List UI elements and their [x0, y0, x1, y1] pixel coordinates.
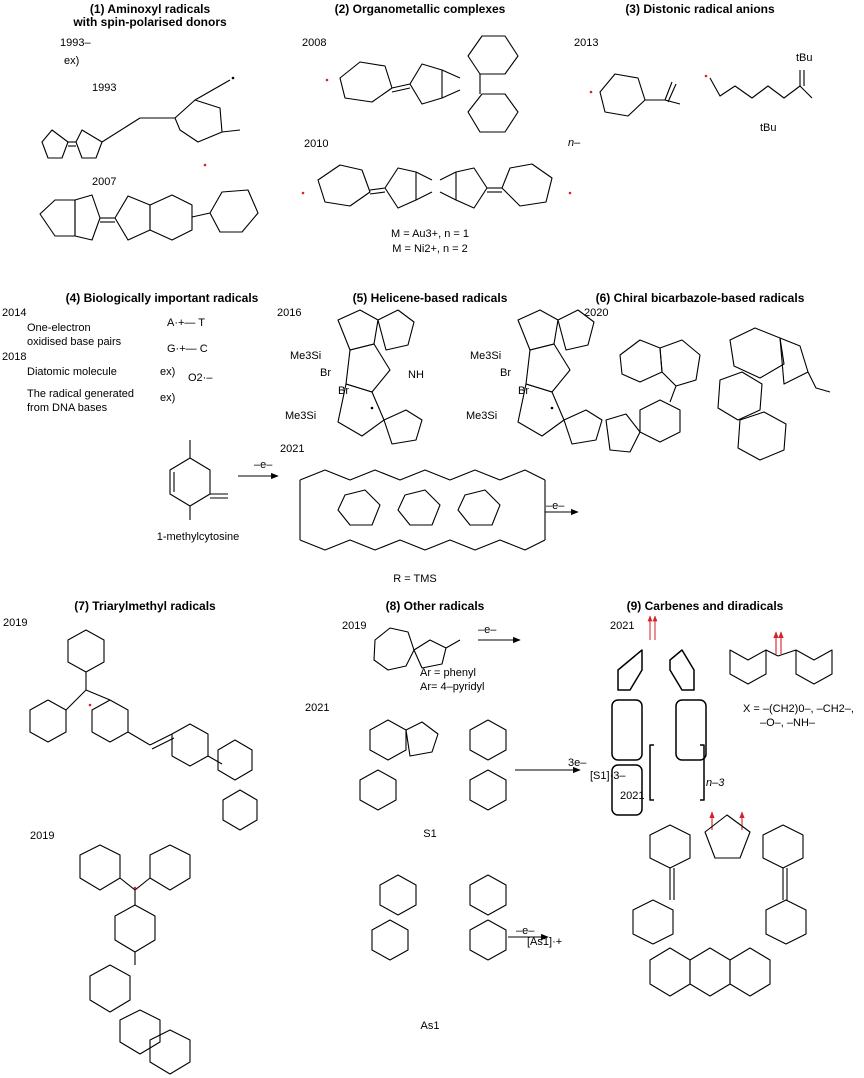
- year-2020: 2020: [584, 307, 609, 319]
- ex-label-2: ex): [160, 366, 176, 378]
- year-2021-macrocycle: 2021: [280, 443, 305, 455]
- minus-e-label-4: –e–: [516, 925, 535, 937]
- x-definition-1: X = –(CH2)0–, –CH2–,: [743, 703, 854, 715]
- section-1-subtitle: with spin-polarised donors: [73, 15, 227, 29]
- ex-label-3: ex): [160, 392, 176, 404]
- as1-label: As1: [420, 1020, 440, 1032]
- dna-radical-label-2: from DNA bases: [27, 402, 108, 414]
- tsf-nitronyl-nitroxide-structure: [39, 163, 259, 241]
- diradical-macrocycle-structure: [632, 811, 807, 997]
- year-2021-diradical: 2021: [620, 790, 645, 802]
- pyridyl-trityl-radical-structure: [29, 629, 258, 831]
- year-2007: 2007: [92, 176, 117, 188]
- x-definition-2: –O–, –NH–: [760, 717, 816, 729]
- me3si-label-4: Me3Si: [466, 410, 498, 422]
- s1-product-label: [S1]·3–: [590, 770, 626, 782]
- year-2019-trityl: 2019: [3, 617, 28, 629]
- ar-pyridyl-label: Ar= 4–pyridyl: [420, 681, 485, 693]
- year-2019-azulene: 2019: [342, 620, 367, 632]
- thiophene-macrocycle-structure: [299, 469, 579, 551]
- r-tms-label: R = TMS: [393, 573, 437, 585]
- n-minus-3-label: n–3: [706, 777, 725, 789]
- tempo-platinum-bipyridine-structure: [325, 35, 519, 133]
- o2-label: O2·–: [188, 372, 213, 384]
- br-label-1: Br: [320, 367, 331, 379]
- one-electron-label: One-electron: [27, 322, 91, 334]
- section-6-title: (6) Chiral bicarbazole-based radicals: [595, 291, 805, 305]
- bicarbazole-radical-structure-2: [717, 327, 831, 461]
- bicarbazole-radical-structure-1: [605, 339, 701, 453]
- me3si-label-3: Me3Si: [470, 350, 502, 362]
- s1-label: S1: [423, 828, 437, 840]
- year-2021-spiro: 2021: [305, 702, 330, 714]
- azulene-structure: [373, 627, 521, 671]
- section-7-title: (7) Triarylmethyl radicals: [74, 599, 216, 613]
- section-3-title: (3) Distonic radical anions: [625, 2, 775, 16]
- peroxyl-carboxylate-structure: [704, 70, 813, 99]
- year-2018: 2018: [2, 351, 27, 363]
- diatomic-label: Diatomic molecule: [27, 366, 117, 378]
- as1-product-label: [As1]·+: [527, 936, 563, 948]
- dna-radical-label-1: The radical generated: [27, 388, 135, 400]
- minus-e-label-3: –e–: [478, 624, 497, 636]
- ttf-imine-tempo-structure: [41, 76, 241, 159]
- methylcytosine-structure: [169, 440, 279, 520]
- minus-e-label-2: –e–: [546, 500, 565, 512]
- three-e-label: 3e–: [568, 757, 587, 769]
- section-9-title: (9) Carbenes and diradicals: [626, 599, 784, 613]
- me3si-label-2: Me3Si: [285, 410, 317, 422]
- year-2008: 2008: [302, 37, 327, 49]
- as1-spiro-structure: [371, 874, 549, 961]
- tempo-carboxylate-structure: [589, 73, 681, 117]
- section-5-title: (5) Helicene-based radicals: [352, 291, 508, 305]
- section-1-title: (1) Aminoxyl radicals: [89, 2, 211, 16]
- minus-e-label-1: –e–: [254, 459, 273, 471]
- year-1993: 1993: [92, 82, 117, 94]
- tbu-top-label: tBu: [796, 52, 813, 64]
- section-8-title: (8) Other radicals: [385, 599, 485, 613]
- ex-label-1: ex): [64, 55, 80, 67]
- br-label-3: Br: [500, 367, 511, 379]
- carbazolyl-trityl-radical-structure: [79, 844, 191, 1075]
- metal-ni-label: M = Ni2+, n = 2: [392, 243, 468, 255]
- year-2016: 2016: [277, 307, 302, 319]
- br-label-2: Br: [338, 385, 349, 397]
- year-2010: 2010: [304, 138, 329, 150]
- year-1993-range: 1993–: [60, 37, 91, 49]
- year-2019-carbazole: 2019: [30, 830, 55, 842]
- xanthene-carbene-structure: [729, 631, 833, 685]
- metal-dithiolene-bis-tempo-structure: [301, 163, 572, 209]
- me3si-label-1: Me3Si: [290, 350, 322, 362]
- ar-phenyl-label: Ar = phenyl: [420, 667, 476, 679]
- year-2021-carbene: 2021: [610, 620, 635, 632]
- year-2014: 2014: [2, 307, 27, 319]
- section-2-title: (2) Organometallic complexes: [334, 2, 506, 16]
- pair-gc-label: G·+— C: [167, 343, 208, 355]
- nh-label: NH: [408, 369, 424, 381]
- helicene-radical-structure-1: [337, 309, 423, 445]
- year-2013: 2013: [574, 37, 599, 49]
- tbu-bottom-label: tBu: [760, 122, 777, 134]
- pair-at-label: A·+— T: [167, 317, 206, 329]
- carbene-cpp-structure: [611, 615, 707, 816]
- methylcytosine-label: 1-methylcytosine: [156, 531, 240, 543]
- charge-n-label: n–: [568, 137, 581, 149]
- metal-au-label: M = Au3+, n = 1: [391, 228, 469, 240]
- s1-spiro-structure: [359, 719, 581, 811]
- oxidised-pairs-label: oxidised base pairs: [27, 336, 122, 348]
- section-4-title: (4) Biologically important radicals: [65, 291, 259, 305]
- br-label-4: Br: [518, 385, 529, 397]
- helicene-radical-structure-2: [517, 309, 603, 445]
